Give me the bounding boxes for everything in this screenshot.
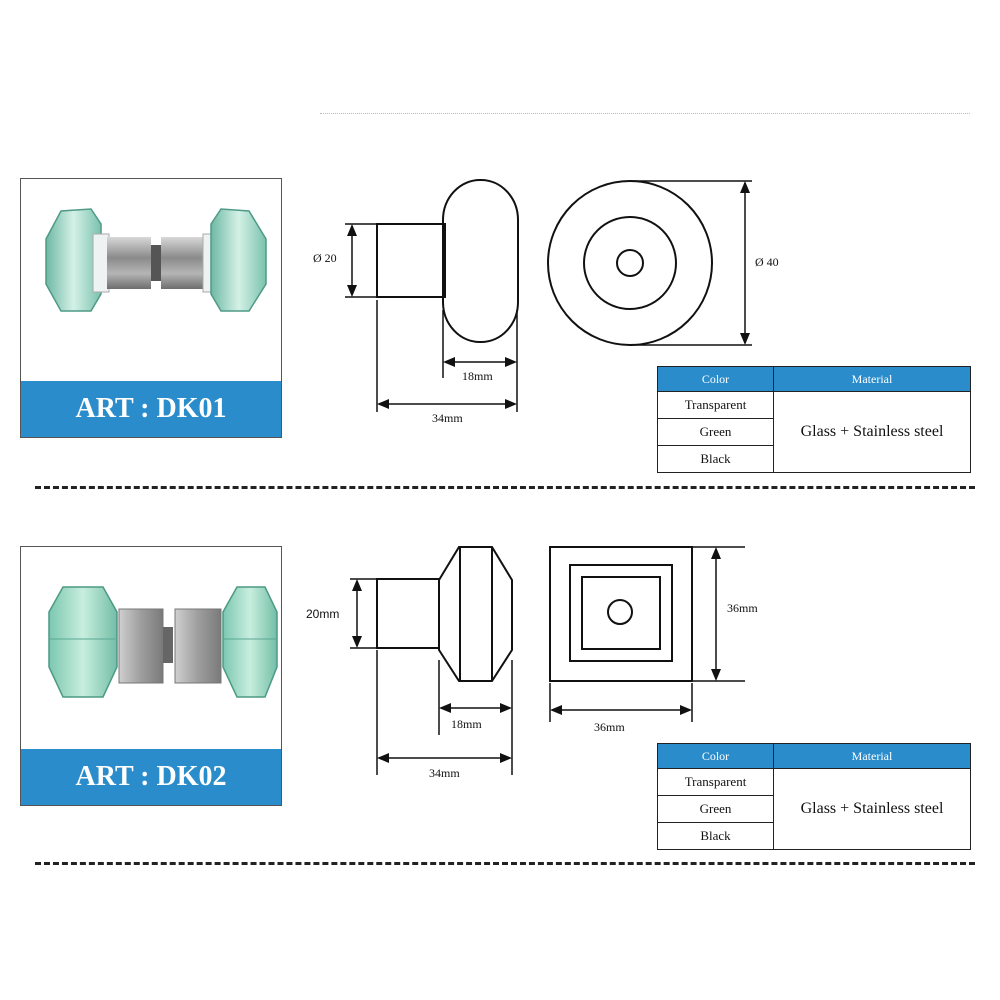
faint-top-line — [320, 113, 970, 114]
material-header: Material — [773, 366, 971, 392]
material-value: Glass + Stainless steel — [773, 768, 971, 850]
product-photo-dk02: ART : DK02 — [20, 546, 282, 806]
color-option: Black — [657, 822, 774, 850]
dk01-mid-circle — [583, 216, 677, 310]
dk02-total-length-label: 34mm — [429, 766, 460, 780]
section-divider — [35, 486, 975, 489]
color-option: Green — [657, 795, 774, 823]
dk02-face-width-label: 36mm — [594, 720, 625, 734]
dk01-head-width-label: 18mm — [462, 369, 493, 383]
dk01-stem-outline — [376, 223, 446, 298]
dk01-diameter-large-label: Ø 40 — [755, 255, 779, 269]
dk02-stem-outline — [376, 578, 440, 649]
dk02-inner-square — [581, 576, 661, 650]
color-header: Color — [657, 366, 774, 392]
material-header: Material — [773, 743, 971, 769]
section-divider — [35, 862, 975, 865]
spec-table-dk01: Color Material Transparent Glass + Stain… — [657, 366, 971, 473]
spec-table-dk02: Color Material Transparent Glass + Stain… — [657, 743, 971, 850]
dk01-diameter-small-label: Ø 20 — [313, 251, 337, 265]
knob-square-photo — [48, 586, 278, 698]
dk02-center-hole — [607, 599, 633, 625]
material-value: Glass + Stainless steel — [773, 391, 971, 473]
dk01-inner-circle — [616, 249, 644, 277]
dk02-mid-square — [569, 564, 673, 662]
color-option: Transparent — [657, 768, 774, 796]
art-label-dk01: ART : DK01 — [21, 381, 281, 437]
art-label-dk02: ART : DK02 — [21, 749, 281, 805]
dk02-head-outline — [438, 546, 513, 682]
product-photo-dk01: ART : DK01 — [20, 178, 282, 438]
knob-round-photo — [45, 208, 267, 312]
dk01-total-length-label: 34mm — [432, 411, 463, 425]
color-option: Black — [657, 445, 774, 473]
dk02-stem-height-label: 20mm — [306, 607, 340, 621]
color-option: Transparent — [657, 391, 774, 419]
dk02-face-height-label: 36mm — [727, 601, 758, 615]
dk02-head-width-label: 18mm — [451, 717, 482, 731]
dk01-head-outline — [442, 179, 519, 343]
color-option: Green — [657, 418, 774, 446]
dk02-outer-square — [549, 546, 693, 682]
color-header: Color — [657, 743, 774, 769]
